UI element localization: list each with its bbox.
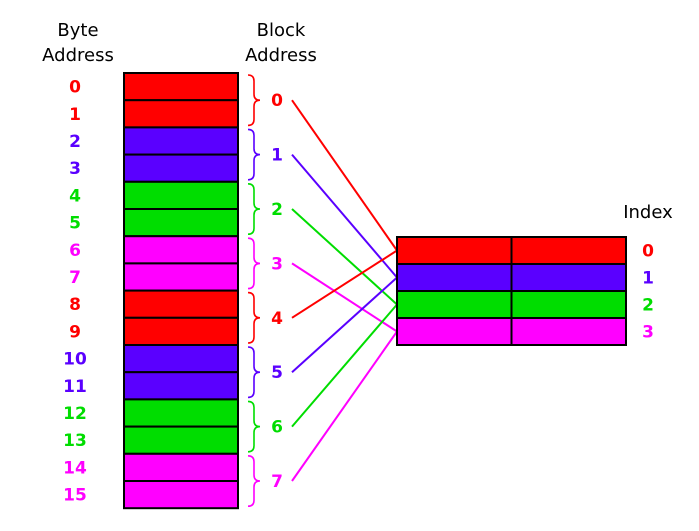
byte-address-label: 2 xyxy=(69,132,81,152)
memory-byte-cell xyxy=(123,316,239,346)
block-address-header-line1: Block xyxy=(257,20,306,41)
memory-byte-cell xyxy=(123,262,239,292)
byte-address-label: 10 xyxy=(63,350,87,370)
block-brace xyxy=(247,128,261,181)
mapping-line xyxy=(291,330,398,482)
byte-address-label: 7 xyxy=(69,268,81,288)
byte-address-label: 12 xyxy=(63,404,87,424)
memory-byte-cell xyxy=(123,235,239,265)
mapping-line xyxy=(291,249,398,319)
block-address-label: 5 xyxy=(271,363,283,383)
block-brace xyxy=(247,291,261,344)
byte-address-label: 0 xyxy=(69,78,81,98)
cache-cell-left xyxy=(396,263,513,292)
block-address-label: 0 xyxy=(271,91,283,111)
block-address-label: 3 xyxy=(271,254,283,274)
cache-cell-right xyxy=(510,263,627,292)
block-brace xyxy=(247,237,261,290)
cache-index-label: 3 xyxy=(642,323,654,343)
byte-address-label: 5 xyxy=(69,214,81,234)
block-brace xyxy=(247,455,261,507)
cache-index-label: 0 xyxy=(642,242,654,262)
memory-byte-cell xyxy=(123,153,239,183)
byte-address-label: 15 xyxy=(63,486,87,506)
byte-address-label: 9 xyxy=(69,322,81,342)
block-brace xyxy=(247,74,261,127)
memory-blocks xyxy=(123,72,239,510)
byte-address-label: 8 xyxy=(69,295,81,315)
index-header: Index xyxy=(623,202,673,223)
memory-byte-cell xyxy=(123,344,239,374)
cache-cell-left xyxy=(396,236,513,265)
memory-byte-cell xyxy=(123,99,239,129)
cache-cell-right xyxy=(510,317,627,346)
byte-address-label: 13 xyxy=(63,431,87,451)
byte-address-label: 14 xyxy=(63,458,87,478)
memory-byte-cell xyxy=(123,208,239,238)
block-address-label: 4 xyxy=(271,309,283,329)
byte-address-label: 11 xyxy=(63,377,87,397)
cache-cell-left xyxy=(396,317,513,346)
byte-address-label: 6 xyxy=(69,241,81,261)
mapping-line xyxy=(291,276,398,373)
memory-byte-cell xyxy=(123,452,239,482)
cache-cell-left xyxy=(396,290,513,319)
memory-byte-cell xyxy=(123,180,239,211)
block-address-labels: 0 1 2 3 4 5 6 7 xyxy=(271,91,283,492)
memory-byte-cell xyxy=(123,425,239,455)
byte-address-header-line1: Byte xyxy=(57,20,98,41)
block-address-header-line2: Address xyxy=(245,45,317,66)
mapping-line xyxy=(291,303,398,428)
block-address-label: 7 xyxy=(271,472,283,492)
byte-address-label: 1 xyxy=(69,105,81,125)
mapping-lines xyxy=(291,99,398,482)
byte-address-label: 4 xyxy=(69,186,81,206)
cache-index-label: 2 xyxy=(642,296,654,316)
mapping-line xyxy=(291,208,398,306)
cache-table xyxy=(396,236,627,346)
byte-address-label: 3 xyxy=(69,159,81,179)
block-braces xyxy=(247,74,261,507)
cache-cell-right xyxy=(510,290,627,319)
cache-index-label: 1 xyxy=(642,269,654,289)
memory-byte-cell xyxy=(123,72,239,102)
block-address-label: 1 xyxy=(271,146,283,166)
block-address-label: 2 xyxy=(271,200,283,220)
block-brace xyxy=(247,346,261,399)
memory-byte-cell xyxy=(123,480,239,510)
cache-index-labels: 0 1 2 3 xyxy=(642,242,654,343)
mapping-line xyxy=(291,153,398,279)
block-address-label: 6 xyxy=(271,418,283,438)
memory-byte-cell xyxy=(123,398,239,428)
memory-byte-cell xyxy=(123,371,239,401)
mapping-line xyxy=(291,99,398,252)
block-brace xyxy=(247,400,261,453)
byte-address-header-line2: Address xyxy=(42,45,114,66)
mapping-line xyxy=(291,262,398,333)
memory-byte-cell xyxy=(123,289,239,319)
block-brace xyxy=(247,183,261,235)
memory-byte-cell xyxy=(123,126,239,156)
cache-cell-right xyxy=(510,236,627,265)
